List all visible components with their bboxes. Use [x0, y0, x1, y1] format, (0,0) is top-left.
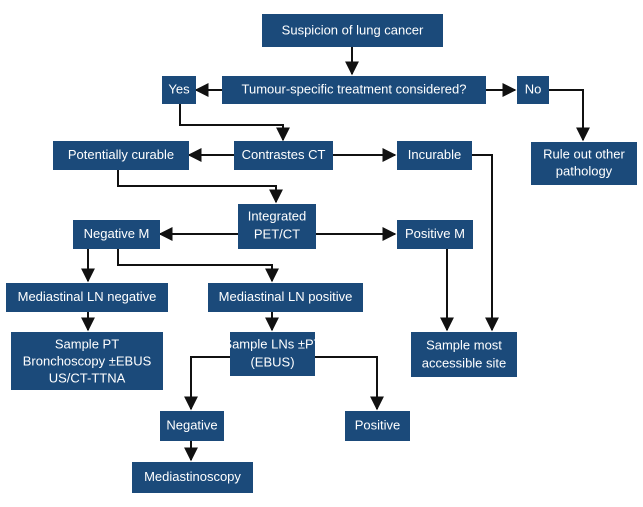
node-incurable-line-1: Incurable — [408, 147, 461, 162]
nodes: Suspicion of lung cancer Tumour-specific… — [6, 14, 637, 493]
node-positive-line-1: Positive — [355, 417, 401, 432]
edge-yes-to-contrast-ct — [179, 104, 290, 142]
node-negative-m-line-1: Negative M — [84, 226, 150, 241]
node-yes: Yes — [162, 76, 196, 104]
node-sample-pt-line-1: Sample PT — [55, 336, 119, 351]
node-sample-lns-line-2: (EBUS) — [250, 354, 294, 369]
node-ln-positive-line-1: Mediastinal LN positive — [219, 289, 353, 304]
node-treatment-line-1: Tumour-specific treatment considered? — [242, 81, 467, 96]
node-pet-ct-line-1: Integrated — [248, 208, 307, 223]
node-suspicion: Suspicion of lung cancer — [262, 14, 443, 47]
node-treatment: Tumour-specific treatment considered? — [222, 76, 486, 104]
node-ln-negative-line-1: Mediastinal LN negative — [18, 289, 157, 304]
node-negative: Negative — [160, 411, 224, 441]
node-contrast-ct-line-1: Contrastes CT — [242, 147, 326, 162]
node-negative-line-1: Negative — [166, 417, 217, 432]
edge-negative-m-to-ln-positive — [117, 249, 279, 283]
node-mediastinoscopy-line-1: Mediastinoscopy — [144, 469, 241, 484]
node-sample-pt: Sample PT Bronchoscopy ±EBUS US/CT-TTNA — [11, 332, 163, 390]
node-positive-m-line-1: Positive M — [405, 226, 465, 241]
node-mediastinoscopy: Mediastinoscopy — [132, 462, 253, 493]
node-rule-out-line-2: pathology — [556, 163, 613, 178]
node-potentially-curable-line-1: Potentially curable — [68, 147, 174, 162]
node-potentially-curable: Potentially curable — [53, 141, 189, 170]
node-sample-pt-line-2: Bronchoscopy ±EBUS — [23, 353, 152, 368]
node-sample-accessible: Sample most accessible site — [411, 332, 517, 377]
node-positive: Positive — [345, 411, 410, 441]
node-pet-ct: Integrated PET/CT — [238, 204, 316, 249]
edge-no-to-rule-out — [549, 89, 590, 142]
node-rule-out-line-1: Rule out other — [543, 146, 625, 161]
node-positive-m: Positive M — [397, 220, 473, 249]
node-ln-positive: Mediastinal LN positive — [208, 283, 363, 312]
node-yes-line-1: Yes — [168, 81, 190, 96]
node-no-line-1: No — [525, 81, 542, 96]
node-no: No — [517, 76, 549, 104]
edge-incurable-to-sample-accessible — [472, 154, 499, 332]
node-ln-negative: Mediastinal LN negative — [6, 283, 168, 312]
node-suspicion-line-1: Suspicion of lung cancer — [282, 22, 424, 37]
edges — [81, 47, 590, 462]
node-contrast-ct: Contrastes CT — [234, 141, 333, 170]
edge-sample-lns-to-negative — [184, 356, 230, 411]
node-pet-ct-line-2: PET/CT — [254, 226, 300, 241]
node-incurable: Incurable — [397, 141, 472, 170]
node-negative-m: Negative M — [73, 220, 160, 249]
node-sample-lns-line-1: Sample LNs ±PT — [223, 336, 321, 351]
node-sample-accessible-line-2: accessible site — [422, 355, 507, 370]
node-sample-pt-line-3: US/CT-TTNA — [49, 370, 126, 385]
edge-potentially-curable-to-pet-ct — [117, 170, 283, 204]
edge-sample-lns-to-positive — [315, 356, 384, 411]
node-sample-lns: Sample LNs ±PT (EBUS) — [223, 332, 322, 376]
node-sample-accessible-line-1: Sample most — [426, 337, 502, 352]
node-rule-out: Rule out other pathology — [531, 142, 637, 185]
